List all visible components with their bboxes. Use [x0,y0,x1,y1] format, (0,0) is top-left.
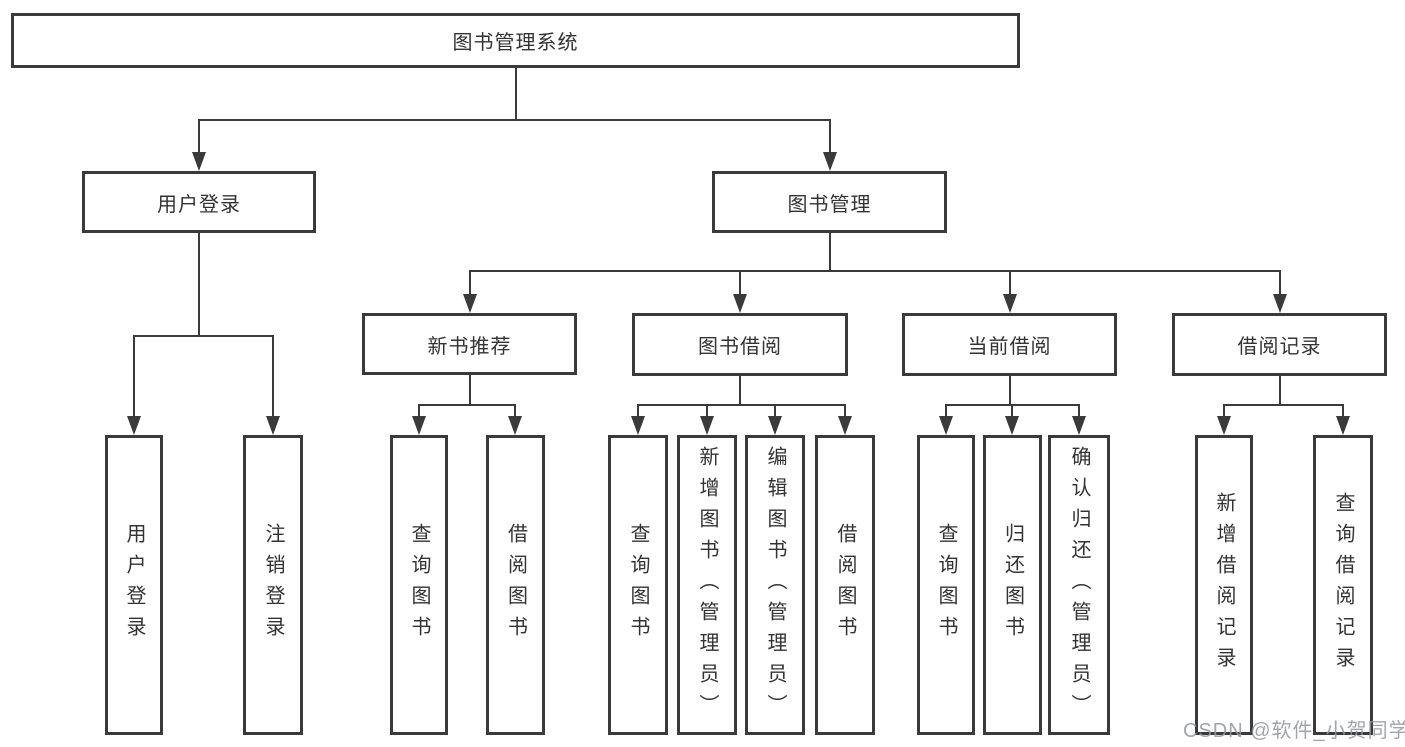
connector-borrow-bus [637,404,845,406]
connector-drop-bb-add [706,404,708,417]
connector-drop-leaf-user-login [133,335,135,416]
node-root-label: 图书管理系统 [452,32,579,54]
connector-new-book-stem [469,374,471,406]
leaf-br-query-record: 查询借阅记录 [1313,435,1373,735]
node-root-system: 图书管理系统 [11,13,1020,68]
leaf-nbr-query-book: 查询图书 [390,435,448,735]
connector-drop-nbr-query [418,404,420,417]
arrow-down-br-query [1336,416,1350,435]
arrow-down-cb-query [939,416,953,435]
leaf-user-login-label: 用户登录 [123,523,145,647]
connector-drop-br-add [1223,404,1225,417]
leaf-bb-edit-book-admin: 编辑图书（管理员） [745,435,805,735]
leaf-cb-return-book: 归还图书 [983,435,1042,735]
arrow-down-record [1273,294,1287,313]
leaf-bb-query-book: 查询图书 [608,435,668,735]
connector-level1-bus [198,119,831,121]
leaf-cb-query-book: 查询图书 [917,435,975,735]
arrow-down-bb-edit [768,416,782,435]
connector-root-stem [515,67,517,120]
connector-record-bus [1223,404,1343,406]
arrow-down-br-add [1217,416,1231,435]
connector-drop-nbr-borrow [514,404,516,417]
connector-drop-leaf-logout [272,335,274,416]
connector-drop-cb-query [945,404,947,417]
arrow-down-bb-borrow [838,416,852,435]
leaf-bb-borrow-book: 借阅图书 [815,435,875,735]
leaf-nbr-borrow-book-label: 借阅图书 [504,523,527,647]
connector-user-login-bus [133,335,274,337]
leaf-nbr-borrow-book: 借阅图书 [486,435,545,735]
arrow-down-borrow [733,294,747,313]
connector-drop-bb-borrow [844,404,846,417]
connector-new-book-bus [418,404,516,406]
arrow-down-nbr-query [412,416,426,435]
node-user-login-label: 用户登录 [157,193,241,216]
arrow-down-cb-confirm [1072,416,1086,435]
node-book-borrow: 图书借阅 [632,313,848,376]
leaf-user-login: 用户登录 [105,435,163,735]
node-current-borrow: 当前借阅 [902,313,1117,376]
leaf-br-add-record: 新增借阅记录 [1195,435,1253,735]
leaf-cb-return-book-label: 归还图书 [1001,523,1024,647]
connector-drop-current [1009,270,1011,295]
node-user-login: 用户登录 [82,171,316,233]
connector-drop-br-query [1342,404,1344,417]
leaf-logout-label: 注销登录 [262,523,284,647]
node-book-borrow-label: 图书借阅 [698,336,782,358]
node-book-mgmt: 图书管理 [712,171,947,233]
connector-book-mgmt-stem [829,233,831,271]
leaf-bb-edit-book-admin-label: 编辑图书（管理员） [764,445,786,725]
connector-drop-cb-confirm [1078,404,1080,417]
arrow-down-nbr-borrow [508,416,522,435]
connector-drop-book-mgmt [829,119,831,153]
node-new-book-rec-label: 新书推荐 [427,335,512,358]
leaf-bb-borrow-book-label: 借阅图书 [834,523,856,647]
connector-current-stem [1009,376,1011,406]
leaf-bb-add-book-admin: 新增图书（管理员） [677,435,737,735]
csdn-watermark: CSDN @软件_小贺同学 [1183,720,1405,742]
node-borrow-record-label: 借阅记录 [1237,336,1322,358]
connector-drop-borrow [739,270,741,295]
connector-drop-record [1279,270,1281,295]
leaf-nbr-query-book-label: 查询图书 [408,523,430,647]
connector-drop-bb-edit [774,404,776,417]
leaf-br-query-record-label: 查询借阅记录 [1332,492,1354,678]
leaf-br-add-record-label: 新增借阅记录 [1213,492,1235,678]
node-borrow-record: 借阅记录 [1172,313,1387,376]
connector-drop-bb-query [637,404,639,417]
leaf-bb-add-book-admin-label: 新增图书（管理员） [696,445,718,725]
connector-drop-new-book [469,270,471,295]
connector-borrow-stem [739,375,741,406]
arrow-down-current [1003,294,1017,313]
arrow-down-book-mgmt [823,152,837,171]
arrow-down-bb-query [631,416,645,435]
leaf-cb-confirm-return-admin: 确认归还（管理员） [1048,435,1110,735]
leaf-cb-query-book-label: 查询图书 [935,523,957,647]
arrow-down-leaf-user-login [127,416,141,435]
leaf-cb-confirm-return-admin-label: 确认归还（管理员） [1068,445,1090,725]
connector-user-login-stem [198,232,200,336]
leaf-logout: 注销登录 [243,435,303,735]
node-current-borrow-label: 当前借阅 [967,336,1052,358]
node-new-book-rec: 新书推荐 [362,313,577,375]
arrow-down-new-book [463,294,477,313]
node-book-mgmt-label: 图书管理 [787,193,872,216]
connector-drop-cb-return [1011,404,1013,417]
leaf-bb-query-book-label: 查询图书 [627,523,649,647]
connector-record-stem [1279,376,1281,406]
connector-drop-user-login [198,119,200,153]
arrow-down-bb-add [700,416,714,435]
arrow-down-cb-return [1005,416,1019,435]
connector-level3-bus [469,270,1281,272]
arrow-down-leaf-logout [266,416,280,435]
arrow-down-user-login [192,152,206,171]
